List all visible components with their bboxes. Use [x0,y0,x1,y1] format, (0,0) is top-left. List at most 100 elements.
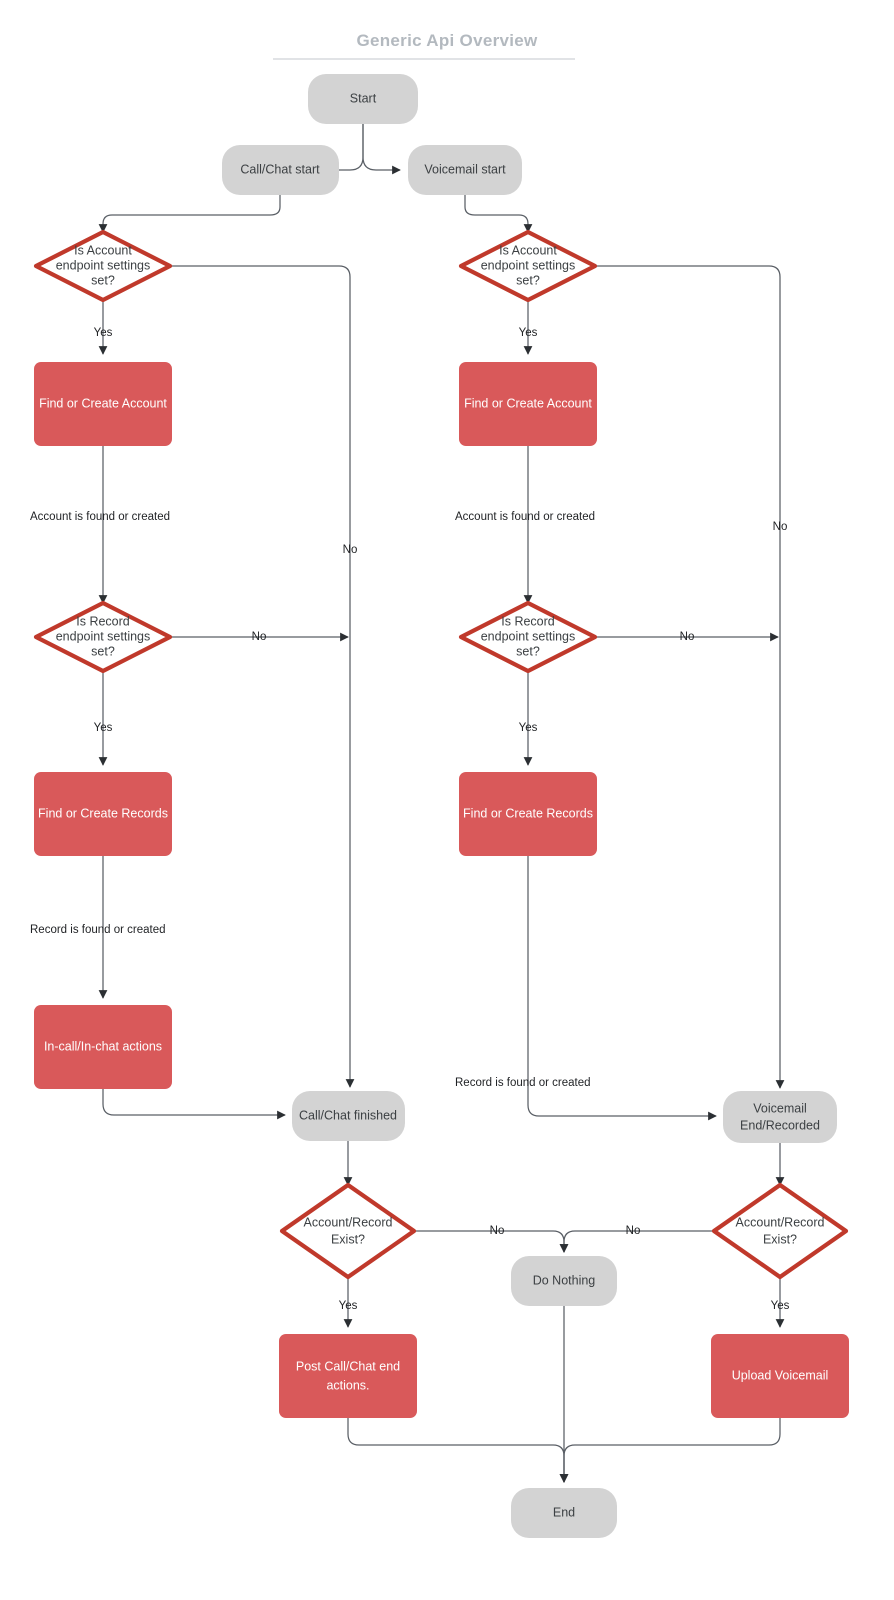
edge-start-to-voicemail [362,124,401,175]
node-account-endpoint-right-line3: set? [516,273,540,287]
node-upload-voicemail-shape[interactable] [711,1334,849,1418]
node-in-call-actions-shape[interactable] [34,1005,172,1089]
node-account-endpoint-right-line2: endpoint settings [481,258,576,272]
edge-incall-to-finished [102,1089,286,1120]
node-post-call-end-actions[interactable]: Post Call/Chat end actions. [279,1334,417,1418]
node-voicemail-start-label: Voicemail start [424,162,506,176]
node-call-chat-finished-label: Call/Chat finished [299,1108,397,1122]
edge-upload-to-end [559,1418,781,1483]
diagram-title: Generic Api Overview [356,31,538,50]
node-call-chat-start[interactable]: Call/Chat start [222,145,339,195]
edge-label-record-found-left: Record is found or created [30,924,166,936]
node-account-endpoint-decision-right-shape[interactable] [458,229,598,303]
node-find-create-account-left[interactable]: Find or Create Account [34,362,172,446]
edge-records-to-voicemail-end [527,856,717,1121]
node-account-record-exist-right-line2: Exist? [763,1232,797,1246]
node-account-record-exist-left[interactable]: Account/Record Exist? [279,1182,417,1280]
node-voicemail-start[interactable]: Voicemail start [408,145,522,195]
node-account-record-exist-right-line1: Account/Record [736,1215,825,1229]
node-record-endpoint-right-line2: endpoint settings [481,629,576,643]
connector-layer [98,124,785,1483]
edge-label-record-found-right: Record is found or created [455,1077,591,1089]
node-voicemail-end-line2: End/Recorded [740,1118,820,1132]
node-do-nothing[interactable]: Do Nothing [511,1256,617,1306]
edge-label-no-record-right: No [680,631,695,643]
node-end-shape[interactable] [511,1488,617,1538]
edge-label-no-account-left: No [343,544,358,556]
node-do-nothing-shape[interactable] [511,1256,617,1306]
edge-label-account-found-right: Account is found or created [455,511,595,523]
node-start-shape[interactable] [308,74,418,124]
node-start[interactable]: Start [308,74,418,124]
node-record-endpoint-left-line1: Is Record [76,614,130,628]
node-find-create-account-right-shape[interactable] [459,362,597,446]
edge-label-yes-account-right: Yes [519,327,538,339]
edge-account-no-left [170,265,355,1088]
edge-postcall-to-end [347,1418,569,1483]
node-call-chat-start-label: Call/Chat start [240,162,320,176]
node-find-create-records-left-label: Find or Create Records [38,806,168,820]
node-voicemail-end-line1: Voicemail [753,1101,807,1115]
edge-label-yes-exist-left: Yes [339,1300,358,1312]
node-account-endpoint-decision-right[interactable]: Is Account endpoint settings set? [458,229,598,303]
node-find-create-account-left-shape[interactable] [34,362,172,446]
node-record-endpoint-left-line2: endpoint settings [56,629,151,643]
node-find-create-account-right-label: Find or Create Account [464,396,592,410]
edge-label-yes-exist-right: Yes [771,1300,790,1312]
node-find-create-records-right-label: Find or Create Records [463,806,593,820]
node-voicemail-end-recorded-shape[interactable] [723,1091,837,1143]
node-account-record-exist-left-line2: Exist? [331,1232,365,1246]
node-account-record-exist-right-shape[interactable] [711,1182,849,1280]
node-call-chat-start-shape[interactable] [222,145,339,195]
node-account-endpoint-decision-left[interactable]: Is Account endpoint settings set? [33,229,173,303]
node-do-nothing-label: Do Nothing [533,1273,596,1287]
node-record-endpoint-decision-left-shape[interactable] [33,600,173,674]
node-find-create-records-right-shape[interactable] [459,772,597,856]
node-in-call-actions[interactable]: In-call/In-chat actions [34,1005,172,1089]
edge-label-yes-account-left: Yes [94,327,113,339]
node-post-call-end-actions-shape[interactable] [279,1334,417,1418]
node-account-endpoint-decision-left-shape[interactable] [33,229,173,303]
node-account-endpoint-left-line2: endpoint settings [56,258,151,272]
node-record-endpoint-right-line3: set? [516,644,540,658]
edge-exist-no-right [559,1230,714,1253]
edge-label-account-found-left: Account is found or created [30,511,170,523]
edge-label-yes-record-left: Yes [94,722,113,734]
node-find-create-records-right[interactable]: Find or Create Records [459,772,597,856]
node-find-create-records-left[interactable]: Find or Create Records [34,772,172,856]
edge-label-no-account-right: No [773,521,788,533]
node-find-create-records-left-shape[interactable] [34,772,172,856]
node-account-endpoint-right-line1: Is Account [499,243,557,257]
node-find-create-account-right[interactable]: Find or Create Account [459,362,597,446]
node-find-create-account-left-label: Find or Create Account [39,396,167,410]
node-voicemail-start-shape[interactable] [408,145,522,195]
node-in-call-actions-label: In-call/In-chat actions [44,1039,162,1053]
edge-label-layer: Yes Yes No No Account is found or create… [30,327,790,1312]
node-account-record-exist-right[interactable]: Account/Record Exist? [711,1182,849,1280]
node-end-label: End [553,1505,575,1519]
node-end[interactable]: End [511,1488,617,1538]
node-post-call-end-line1: Post Call/Chat end [296,1359,400,1373]
edge-callchat-to-account-diamond [98,195,281,233]
node-account-endpoint-left-line3: set? [91,273,115,287]
node-account-endpoint-left-line1: Is Account [74,243,132,257]
edge-label-no-exist-left: No [490,1225,505,1237]
node-start-label: Start [350,91,377,105]
node-call-chat-finished-shape[interactable] [292,1091,405,1141]
node-upload-voicemail-label: Upload Voicemail [732,1368,829,1382]
node-record-endpoint-decision-right-shape[interactable] [458,600,598,674]
edge-voicemail-to-account-diamond [464,195,533,233]
edge-label-no-record-left: No [252,631,267,643]
node-record-endpoint-decision-left[interactable]: Is Record endpoint settings set? [33,600,173,674]
node-record-endpoint-right-line1: Is Record [501,614,555,628]
node-call-chat-finished[interactable]: Call/Chat finished [292,1091,405,1141]
node-record-endpoint-decision-right[interactable]: Is Record endpoint settings set? [458,600,598,674]
node-upload-voicemail[interactable]: Upload Voicemail [711,1334,849,1418]
edge-label-yes-record-right: Yes [519,722,538,734]
node-post-call-end-line2: actions. [326,1378,369,1392]
node-account-record-exist-left-shape[interactable] [279,1182,417,1280]
node-voicemail-end-recorded[interactable]: Voicemail End/Recorded [723,1091,837,1143]
edge-label-no-exist-right: No [626,1225,641,1237]
